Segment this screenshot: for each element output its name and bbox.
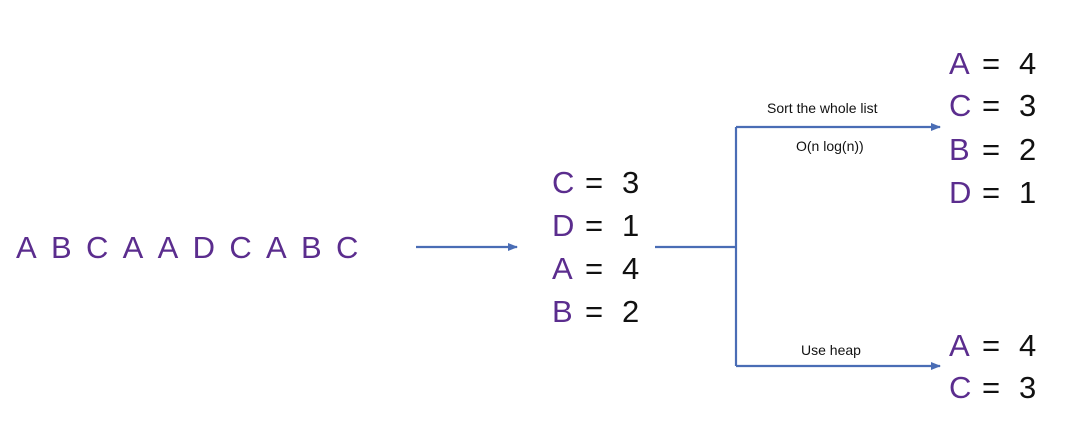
sequence-letter: B (300, 230, 322, 265)
count-key: C (949, 370, 972, 405)
sequence-letter: C (335, 230, 359, 265)
equals-sign: = (585, 251, 604, 286)
sequence-letter: C (85, 230, 109, 265)
count-key: B (552, 294, 573, 329)
sequence-letter: A (16, 230, 37, 265)
sequence-letter: D (192, 230, 216, 265)
count-value: 3 (622, 165, 640, 200)
count-value: 4 (1019, 46, 1037, 81)
count-key: D (949, 175, 972, 210)
equals-sign: = (982, 46, 1001, 81)
count-value: 2 (1019, 132, 1037, 167)
count-key: A (949, 46, 970, 81)
count-key: C (949, 88, 972, 123)
count-key: A (949, 328, 970, 363)
equals-sign: = (982, 132, 1001, 167)
equals-sign: = (982, 370, 1001, 405)
count-value: 1 (622, 208, 640, 243)
equals-sign: = (585, 165, 604, 200)
sequence-letter: A (122, 230, 144, 265)
sort-complexity-label: O(n log(n)) (796, 138, 864, 154)
equals-sign: = (585, 294, 604, 329)
count-value: 3 (1019, 88, 1037, 123)
count-value: 3 (1019, 370, 1037, 405)
count-key: A (552, 251, 573, 286)
equals-sign: = (585, 208, 604, 243)
equals-sign: = (982, 328, 1001, 363)
sequence-letter: A (266, 230, 287, 265)
count-key: C (552, 165, 575, 200)
sequence-letter: C (229, 230, 252, 265)
count-key: D (552, 208, 575, 243)
count-value: 1 (1019, 175, 1037, 210)
sequence-letter: A (157, 230, 179, 265)
count-value: 2 (622, 294, 640, 329)
heap-label: Use heap (801, 342, 861, 358)
equals-sign: = (982, 88, 1001, 123)
count-value: 4 (622, 251, 640, 286)
count-value: 4 (1019, 328, 1037, 363)
sort-label: Sort the whole list (767, 100, 878, 116)
equals-sign: = (982, 175, 1001, 210)
count-key: B (949, 132, 970, 167)
sequence-letter: B (50, 230, 72, 265)
